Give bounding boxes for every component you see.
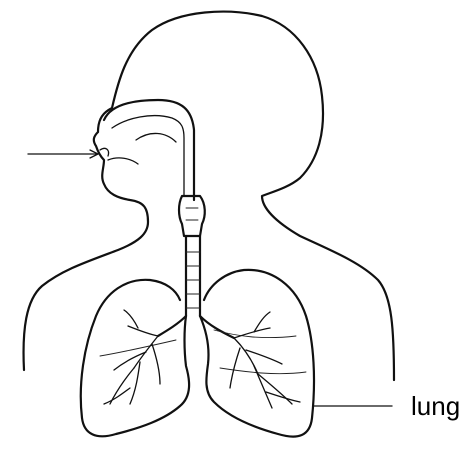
trachea-rings (186, 252, 200, 308)
larynx-detail (186, 208, 198, 220)
left-bronchus (158, 316, 186, 336)
left-lung-fissure (100, 340, 176, 356)
left-bronchial-tree (104, 310, 160, 404)
trachea (186, 236, 200, 316)
lung-label: lung (411, 393, 460, 419)
nasal-turbinate (136, 133, 176, 142)
right-bronchial-tree (230, 312, 300, 408)
left-lung (81, 280, 189, 436)
palate (112, 116, 184, 196)
nasal-cavity (104, 100, 194, 200)
larynx (179, 196, 205, 236)
mouth (108, 158, 138, 164)
